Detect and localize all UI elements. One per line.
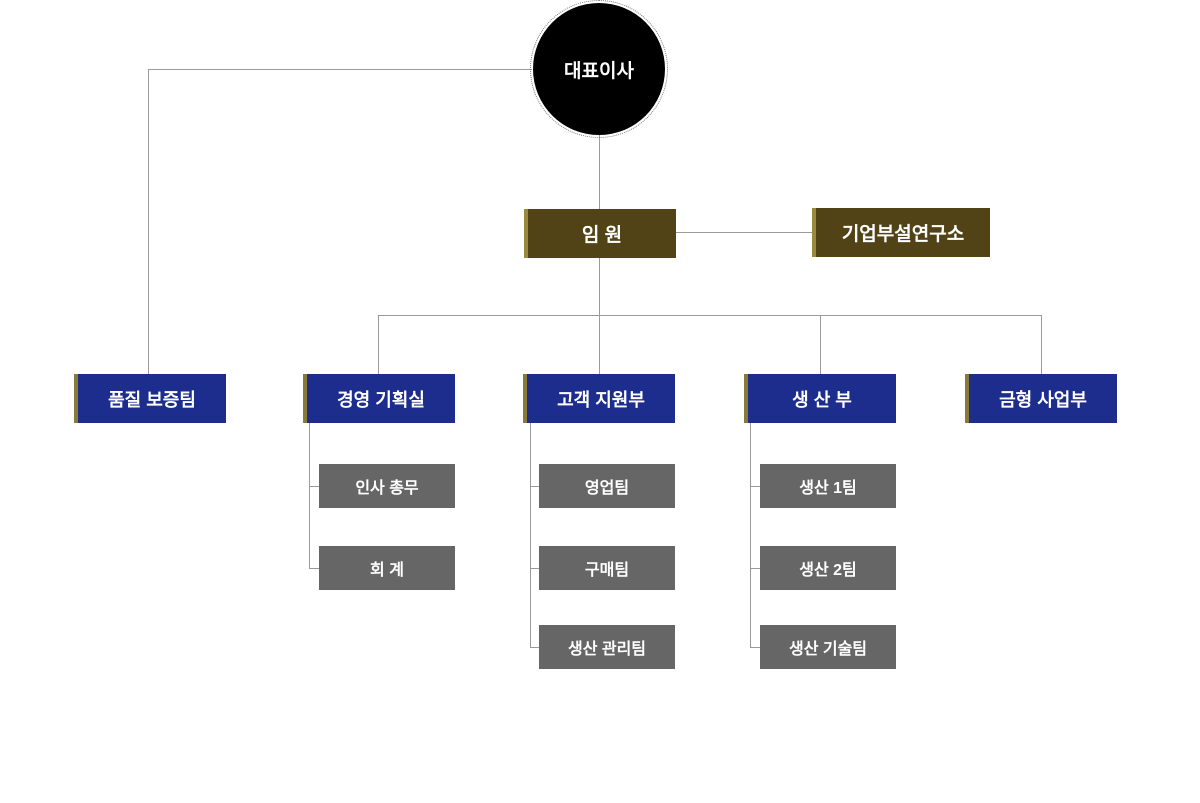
connector bbox=[378, 315, 379, 374]
executives-node[interactable]: 임 원 bbox=[524, 209, 676, 258]
connector bbox=[676, 232, 812, 233]
team-sales[interactable]: 영업팀 bbox=[539, 464, 675, 508]
connector bbox=[750, 423, 751, 647]
team-production-management[interactable]: 생산 관리팀 bbox=[539, 625, 675, 669]
connector bbox=[148, 69, 532, 70]
team-hr-general[interactable]: 인사 총무 bbox=[319, 464, 455, 508]
research-lab-node[interactable]: 기업부설연구소 bbox=[812, 208, 990, 257]
connector bbox=[750, 568, 760, 569]
connector bbox=[750, 486, 760, 487]
connector bbox=[309, 568, 319, 569]
ceo-ring bbox=[530, 0, 668, 138]
ceo-node[interactable]: 대표이사 bbox=[533, 3, 665, 135]
connector bbox=[820, 315, 821, 374]
connector bbox=[750, 647, 760, 648]
dept-mold-business[interactable]: 금형 사업부 bbox=[965, 374, 1117, 423]
team-production-2[interactable]: 생산 2팀 bbox=[760, 546, 896, 590]
dept-management-planning[interactable]: 경영 기획실 bbox=[303, 374, 455, 423]
team-accounting[interactable]: 회 계 bbox=[319, 546, 455, 590]
connector bbox=[530, 486, 539, 487]
connector bbox=[378, 315, 1042, 316]
dept-quality-assurance[interactable]: 품질 보증팀 bbox=[74, 374, 226, 423]
connector bbox=[530, 647, 539, 648]
connector bbox=[309, 486, 319, 487]
connector bbox=[530, 423, 531, 647]
dept-customer-support[interactable]: 고객 지원부 bbox=[523, 374, 675, 423]
connector bbox=[309, 423, 310, 568]
connector bbox=[1041, 315, 1042, 374]
connector bbox=[148, 69, 149, 374]
dept-production[interactable]: 생 산 부 bbox=[744, 374, 896, 423]
connector bbox=[599, 315, 600, 374]
connector bbox=[530, 568, 539, 569]
team-purchasing[interactable]: 구매팀 bbox=[539, 546, 675, 590]
team-production-tech[interactable]: 생산 기술팀 bbox=[760, 625, 896, 669]
team-production-1[interactable]: 생산 1팀 bbox=[760, 464, 896, 508]
